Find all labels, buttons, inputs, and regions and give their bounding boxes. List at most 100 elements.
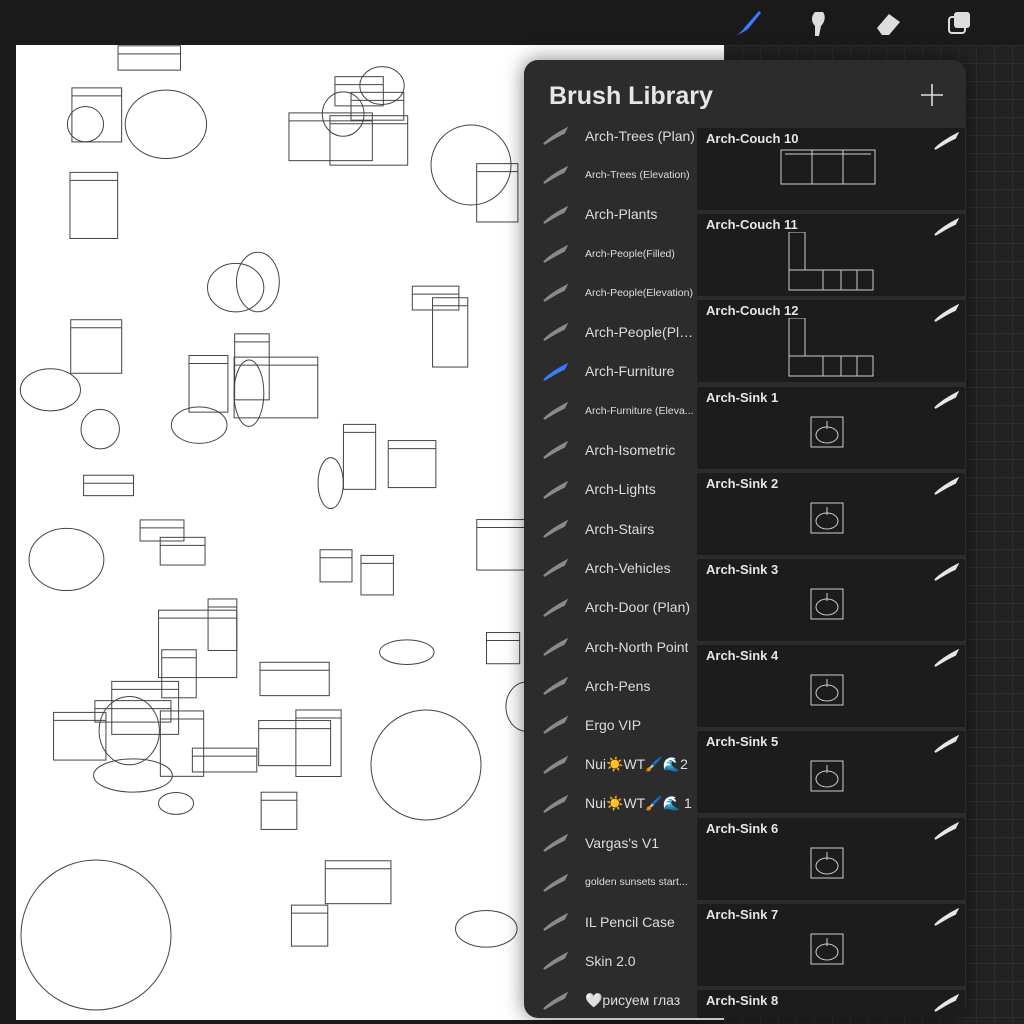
category-item[interactable]: Vargas's V1 xyxy=(524,823,697,862)
brush-item[interactable]: Arch-Couch 10 xyxy=(697,128,965,210)
category-item[interactable]: Nui☀️WT🖌️🌊 1 xyxy=(524,784,697,823)
brush-category-list[interactable]: Arch-Trees (Plan) Arch-Trees (Elevation) A… xyxy=(524,116,697,1018)
category-label: Arch-Stairs xyxy=(585,520,655,537)
furniture-shape xyxy=(191,747,258,773)
furniture-shape xyxy=(71,87,123,143)
category-item[interactable]: Arch-North Point xyxy=(524,627,697,666)
category-label: IL Pencil Case xyxy=(585,913,675,930)
furniture-shape xyxy=(188,355,229,413)
furniture-shape xyxy=(139,519,185,542)
category-label: Arch-People(Filled) xyxy=(585,247,675,260)
category-item[interactable]: Arch-Lights xyxy=(524,470,697,509)
category-label: Skin 2.0 xyxy=(585,952,636,969)
brush-name: Arch-Sink 1 xyxy=(706,389,779,405)
brush-item[interactable]: Arch-Sink 3 xyxy=(697,558,965,641)
furniture-shape xyxy=(259,661,330,697)
smudge-icon[interactable] xyxy=(803,8,833,38)
furniture-shape xyxy=(70,319,123,374)
brush-list[interactable]: Arch-Couch 10 Arch-Couch 11 Arch-Couch 12 A… xyxy=(697,128,965,1018)
brush-name: Arch-Sink 3 xyxy=(706,561,779,577)
furniture-shape xyxy=(350,91,405,121)
brush-stroke-icon xyxy=(934,131,960,150)
furniture-shape xyxy=(158,609,238,679)
brush-stroke-icon xyxy=(934,907,960,926)
category-item[interactable]: Arch-Isometric xyxy=(524,430,697,469)
top-toolbar xyxy=(0,0,1024,45)
brush-name: Arch-Sink 2 xyxy=(706,475,779,491)
furniture-shape xyxy=(93,758,173,793)
furniture-shape xyxy=(117,45,181,71)
category-label: Arch-Trees (Plan) xyxy=(585,127,695,144)
furniture-shape xyxy=(387,440,437,489)
couch-preview xyxy=(788,317,874,377)
brush-name: Arch-Couch 12 xyxy=(706,303,799,319)
category-item[interactable]: Arch-Trees (Plan) xyxy=(524,116,697,155)
brush-stroke-icon xyxy=(543,952,568,971)
furniture-shape xyxy=(260,791,298,830)
brush-stroke-icon xyxy=(543,755,568,774)
category-item[interactable]: Nui☀️WT🖌️🌊2 xyxy=(524,745,697,784)
brush-stroke-icon xyxy=(934,390,960,409)
furniture-shape xyxy=(334,76,384,107)
brush-stroke-icon xyxy=(934,476,960,495)
furniture-shape xyxy=(83,474,134,497)
furniture-shape xyxy=(157,791,195,815)
category-item[interactable]: golden sunsets start... xyxy=(524,863,697,902)
category-item[interactable]: Arch-Door (Plan) xyxy=(524,588,697,627)
layers-icon[interactable] xyxy=(945,8,975,38)
category-label: Arch-Furniture xyxy=(585,363,675,380)
furniture-shape xyxy=(66,106,105,143)
brush-item[interactable]: Arch-Sink 6 xyxy=(697,817,965,900)
sink-preview xyxy=(810,588,844,620)
category-item[interactable]: 🤍рисуем глаз xyxy=(524,981,697,1018)
category-item[interactable]: Arch-Plants xyxy=(524,195,697,234)
furniture-shape xyxy=(233,359,265,427)
brush-name: Arch-Sink 5 xyxy=(706,734,779,750)
furniture-shape xyxy=(94,700,172,723)
brush-stroke-icon xyxy=(543,873,568,892)
brush-stroke-icon xyxy=(543,166,568,185)
furniture-shape xyxy=(159,710,205,777)
category-item[interactable]: IL Pencil Case xyxy=(524,902,697,941)
brush-item[interactable]: Arch-Sink 4 xyxy=(697,645,965,728)
furniture-shape xyxy=(170,406,228,444)
sink-preview xyxy=(810,502,844,534)
brush-item[interactable]: Arch-Sink 5 xyxy=(697,731,965,814)
brush-item[interactable]: Arch-Couch 11 xyxy=(697,214,965,297)
brush-item[interactable]: Arch-Sink 2 xyxy=(697,472,965,555)
plus-icon[interactable] xyxy=(919,82,945,108)
category-item[interactable]: Arch-Furniture xyxy=(524,352,697,391)
category-item[interactable]: Arch-Stairs xyxy=(524,509,697,548)
category-item[interactable]: Arch-People(Elevation) xyxy=(524,273,697,312)
category-item[interactable]: Ergo VIP xyxy=(524,705,697,744)
furniture-shape xyxy=(258,720,332,767)
eraser-icon[interactable] xyxy=(873,8,903,38)
sink-preview xyxy=(810,416,844,448)
brush-item[interactable]: Arch-Sink 1 xyxy=(697,386,965,469)
brush-stroke-icon xyxy=(543,677,568,696)
brush-icon[interactable] xyxy=(733,8,763,38)
brush-stroke-icon xyxy=(543,519,568,538)
category-item[interactable]: Arch-People(Filled) xyxy=(524,234,697,273)
brush-stroke-icon xyxy=(934,304,960,323)
brush-item[interactable]: Arch-Sink 7 xyxy=(697,903,965,986)
furniture-shape xyxy=(295,709,342,777)
category-item[interactable]: Arch-Pens xyxy=(524,666,697,705)
category-label: Arch-Trees (Elevation) xyxy=(585,168,690,181)
brush-item[interactable]: Arch-Couch 12 xyxy=(697,300,965,383)
category-label: Vargas's V1 xyxy=(585,834,660,851)
category-item[interactable]: Arch-Vehicles xyxy=(524,548,697,587)
furniture-shape xyxy=(329,115,409,166)
brush-stroke-icon xyxy=(543,794,568,813)
category-item[interactable]: Arch-People(Plan) xyxy=(524,312,697,351)
brush-item[interactable]: Arch-Sink 8 xyxy=(697,989,965,1018)
furniture-shape xyxy=(324,860,392,905)
brush-stroke-icon xyxy=(543,126,568,145)
brush-name: Arch-Couch 10 xyxy=(706,131,799,146)
category-label: Nui☀️WT🖌️🌊 1 xyxy=(585,795,692,812)
category-item[interactable]: Arch-Furniture (Eleva... xyxy=(524,391,697,430)
category-item[interactable]: Skin 2.0 xyxy=(524,941,697,980)
brush-library-panel: Brush Library Arch-Trees (Plan)Arch-Tree… xyxy=(524,60,966,1018)
furniture-drawings xyxy=(19,45,708,1011)
category-item[interactable]: Arch-Trees (Elevation) xyxy=(524,155,697,194)
